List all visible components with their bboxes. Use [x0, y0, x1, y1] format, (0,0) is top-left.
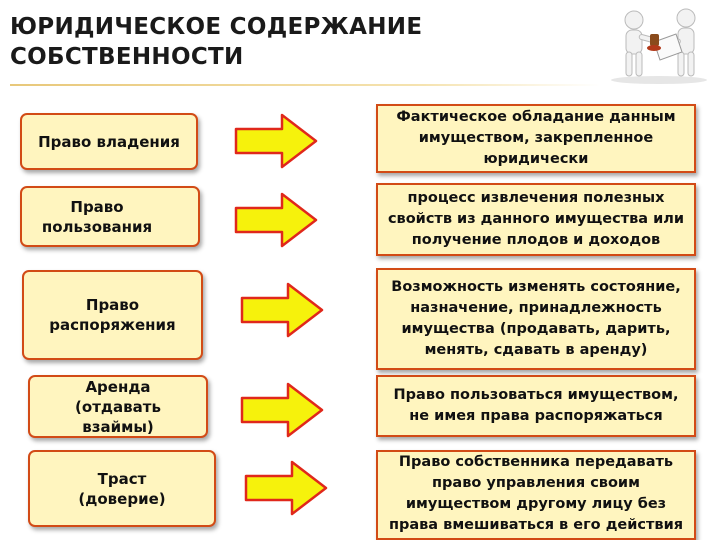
right-box-lease-desc: Право пользоваться имуществом, не имея п… — [376, 375, 696, 437]
left-box-lease: Аренда (отдавать взаймы) — [28, 375, 208, 438]
arrow-right-icon — [234, 192, 318, 248]
two-figures-exchanging-stamp-icon — [611, 8, 707, 84]
page-title: ЮРИДИЧЕСКОЕ СОДЕРЖАНИЕ СОБСТВЕННОСТИ — [10, 14, 423, 70]
right-box-disposal-desc: Возможность изменять состояние, назначен… — [376, 268, 696, 370]
left-box-disposal: Право распоряжения — [22, 270, 203, 360]
right-box-trust-desc: Право собственника передавать право упра… — [376, 450, 696, 540]
arrow-right-icon — [240, 282, 324, 338]
right-box-use-desc: процесс извлечения полезных свойств из д… — [376, 183, 696, 256]
arrow-right-icon — [240, 382, 324, 438]
left-box-possession: Право владения — [20, 113, 198, 170]
left-box-trust: Траст (доверие) — [28, 450, 216, 527]
right-box-possession-desc: Фактическое обладание данным имуществом,… — [376, 104, 696, 173]
left-box-use: Право пользования — [20, 186, 200, 247]
arrow-right-icon — [234, 113, 318, 169]
arrow-right-icon — [244, 460, 328, 516]
title-underline — [10, 84, 600, 86]
